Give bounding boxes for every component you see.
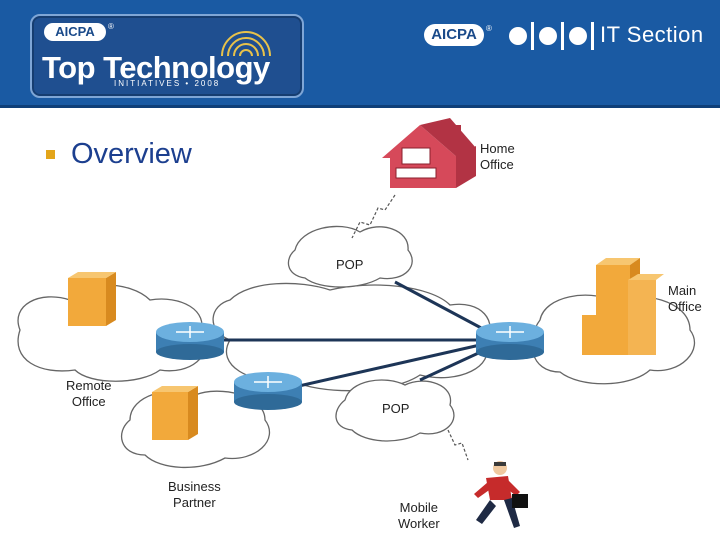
label-remote-office: Remote Office: [66, 378, 112, 409]
cloud-pop-top: [287, 225, 413, 288]
business-partner-building: [152, 386, 198, 440]
remote-office-building: [68, 272, 116, 326]
top-technology-logo: AICPA ® Top Technology INITIATIVES • 200…: [30, 14, 304, 98]
main-office-buildings: [582, 258, 664, 355]
label-home-office: Home Office: [480, 141, 515, 172]
bullet-text: Overview: [71, 138, 192, 170]
label-business-partner: Business Partner: [168, 479, 221, 510]
registered-mark: ®: [108, 22, 114, 31]
it-section-title: IT Section: [600, 22, 704, 47]
cloud-core: [212, 282, 491, 392]
logo-title: Top Technology: [42, 50, 270, 85]
brand-circles-icon: [509, 22, 594, 50]
aicpa-brand-badge: AICPA: [424, 24, 484, 46]
aicpa-logo-badge: AICPA: [44, 23, 106, 41]
wan-clouds: [17, 225, 696, 469]
bullet-square-icon: [46, 150, 55, 159]
cloud-pop-bottom: [335, 379, 455, 442]
label-pop-top: POP: [336, 257, 364, 272]
network-diagram: [17, 118, 696, 528]
network-links: [220, 194, 486, 461]
signal-arcs-icon: [221, 31, 271, 57]
registered-mark: ®: [486, 24, 492, 33]
bullet-item: Overview: [46, 138, 192, 171]
router-partner: [234, 372, 302, 410]
logo-subtitle: INITIATIVES • 2008: [114, 79, 221, 88]
label-pop-bottom: POP: [382, 401, 410, 416]
label-main-office: Main Office: [668, 283, 702, 314]
label-mobile-worker: Mobile Worker: [398, 500, 440, 531]
router-main: [476, 322, 544, 360]
router-remote: [156, 322, 224, 360]
mobile-worker-figure: [474, 461, 528, 528]
header-divider: [0, 105, 720, 108]
header-banner: AICPA ® Top Technology INITIATIVES • 200…: [0, 0, 720, 108]
home-office-house: [382, 118, 476, 188]
